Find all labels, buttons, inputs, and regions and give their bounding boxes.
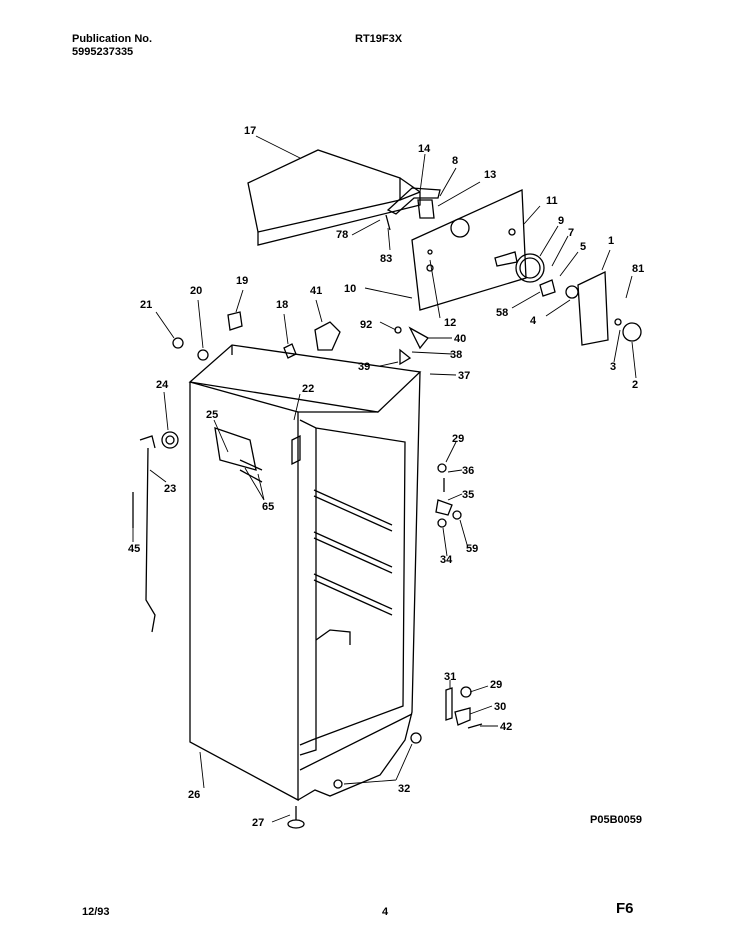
callout-11: 11 [546, 195, 558, 207]
callout-21: 21 [140, 299, 152, 311]
leveling-leg [287, 806, 305, 829]
top-cover [247, 149, 421, 246]
callout-37: 37 [458, 370, 470, 382]
callout-24: 24 [156, 379, 169, 391]
page-number: 4 [382, 906, 389, 918]
cabinet [188, 344, 422, 802]
callout-41: 41 [310, 285, 322, 297]
callout-26: 26 [188, 789, 200, 801]
callout-23: 23 [164, 483, 176, 495]
callout-17: 17 [244, 125, 256, 137]
callout-42: 42 [500, 721, 512, 733]
callout-25: 25 [206, 409, 218, 421]
callout-65: 65 [262, 501, 274, 513]
callout-39: 39 [358, 361, 370, 373]
callout-34: 34 [440, 554, 453, 566]
callout-40: 40 [454, 333, 466, 345]
callout-45: 45 [128, 543, 140, 555]
callout-29-upper: 29 [452, 433, 464, 445]
thermostat [494, 251, 642, 346]
right-hinge-parts [333, 326, 483, 789]
callout-1: 1 [608, 235, 614, 247]
callout-92: 92 [360, 319, 372, 331]
bracket [385, 187, 441, 231]
callout-4: 4 [530, 315, 537, 327]
hinge-parts [132, 311, 341, 633]
callout-59: 59 [466, 543, 478, 555]
callout-29-lower: 29 [490, 679, 502, 691]
publication-label: Publication No. [72, 33, 153, 45]
section-label: F6 [616, 900, 634, 917]
model-number: RT19F3X [355, 33, 403, 45]
callout-20: 20 [190, 285, 202, 297]
footer-date: 12/93 [82, 906, 110, 918]
callout-labels: 17 14 8 13 78 83 11 9 7 5 1 81 10 12 58 … [128, 125, 644, 829]
callout-38: 38 [450, 349, 462, 361]
callout-81: 81 [632, 263, 644, 275]
callout-78: 78 [336, 229, 348, 241]
callout-30: 30 [494, 701, 506, 713]
publication-number: 5995237335 [72, 46, 134, 58]
callout-32: 32 [398, 783, 410, 795]
callout-14: 14 [418, 143, 431, 155]
callout-19: 19 [236, 275, 248, 287]
callout-7: 7 [568, 227, 574, 239]
callout-12: 12 [444, 317, 456, 329]
diagram-code: P05B0059 [590, 814, 642, 826]
control-panel [411, 189, 527, 311]
callout-31: 31 [444, 671, 456, 683]
leader-lines [132, 135, 637, 823]
callout-2: 2 [632, 379, 638, 391]
callout-8: 8 [452, 155, 458, 167]
callout-58: 58 [496, 307, 508, 319]
callout-36: 36 [462, 465, 474, 477]
callout-22: 22 [302, 383, 314, 395]
callout-35: 35 [462, 489, 474, 501]
callout-18: 18 [276, 299, 288, 311]
callout-27: 27 [252, 817, 264, 829]
callout-9: 9 [558, 215, 564, 227]
callout-13: 13 [484, 169, 496, 181]
callout-83: 83 [380, 253, 392, 265]
callout-3: 3 [610, 361, 616, 373]
callout-5: 5 [580, 241, 586, 253]
callout-10: 10 [344, 283, 356, 295]
